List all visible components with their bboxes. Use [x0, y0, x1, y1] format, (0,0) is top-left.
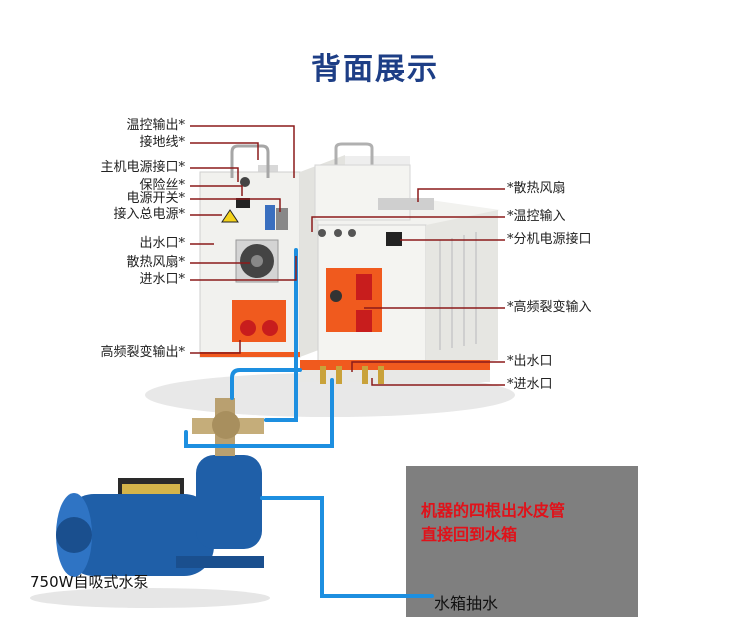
label-main-power-input: 接入总电源*: [113, 207, 185, 222]
tank-note: 机器的四根出水皮管 直接回到水箱: [421, 499, 631, 547]
label-sub-power-port: *分机电源接口: [507, 232, 592, 247]
label-water-outlet-right: *出水口: [507, 354, 553, 369]
label-ground-wire: 接地线*: [139, 135, 185, 150]
label-fuse: 保险丝*: [139, 178, 185, 193]
label-cooling-fan-left: 散热风扇*: [126, 255, 185, 270]
label-water-outlet-left: 出水口*: [139, 236, 185, 251]
right-leader-lines: [311, 188, 505, 386]
label-temp-control-input: *温控输入: [507, 209, 566, 224]
pump-label: 750W自吸式水泵: [30, 573, 149, 591]
label-cooling-fan-right: *散热风扇: [507, 181, 566, 196]
label-water-inlet-right: *进水口: [507, 377, 553, 392]
label-water-inlet-left: 进水口*: [139, 272, 185, 287]
tank-note-line2: 直接回到水箱: [421, 525, 518, 544]
tank-note-line1: 机器的四根出水皮管: [421, 501, 566, 520]
label-hf-input: *高频裂变输入: [507, 300, 592, 315]
label-power-switch: 电源开关*: [126, 191, 185, 206]
label-temp-control-output: 温控输出*: [126, 118, 185, 133]
water-pump: [56, 398, 264, 577]
label-hf-output: 高频裂变输出*: [100, 345, 185, 360]
left-leader-lines: [190, 125, 297, 354]
tank-label: 水箱抽水: [434, 594, 499, 613]
label-main-power-port: 主机电源接口*: [100, 160, 185, 175]
water-tank-box: [406, 466, 638, 617]
sub-unit: [300, 142, 500, 384]
water-pipes: [184, 248, 434, 598]
page-title: 背面展示: [311, 52, 439, 87]
